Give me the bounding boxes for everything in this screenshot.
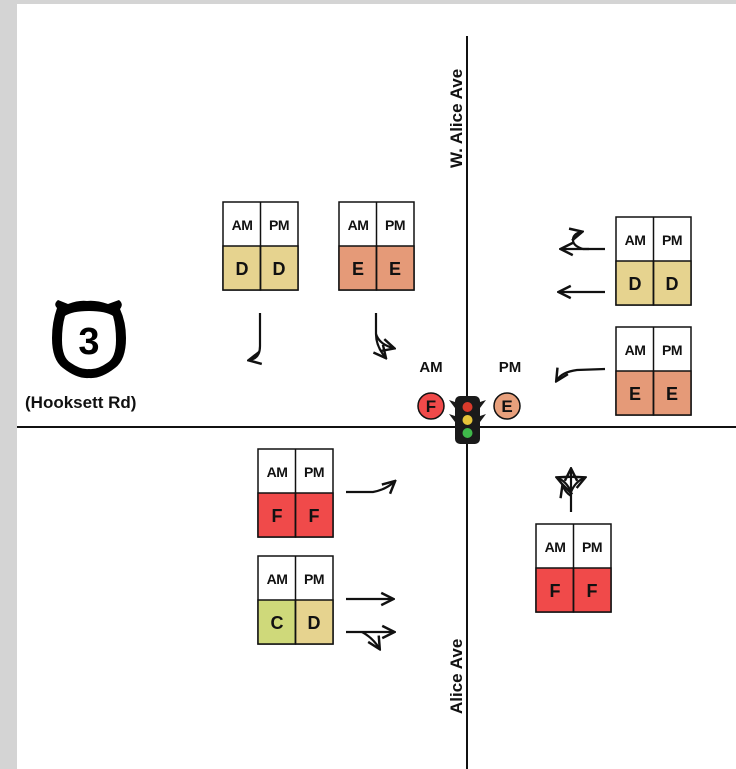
am-grade: D (629, 274, 642, 294)
los-box-westbound-left-uturn: AM PM D D (615, 216, 692, 306)
intersection-diagram: W. Alice Ave Alice Ave 3 (Hooksett Rd) A… (17, 36, 736, 769)
westbound-right-turn-arrow-icon (557, 369, 606, 380)
am-grade: F (272, 506, 283, 526)
los-cell-am (535, 567, 575, 613)
south-street-label: Alice Ave (447, 639, 466, 714)
pm-header: PM (385, 217, 405, 233)
pm-header: PM (304, 464, 324, 480)
los-cell-pm (652, 370, 692, 416)
los-cell-am (615, 370, 655, 416)
los-box-eastbound-left: AM PM F F (257, 448, 334, 538)
us-route-shield-icon: 3 (52, 300, 126, 379)
los-cell-pm (294, 492, 334, 538)
pm-header: PM (269, 217, 289, 233)
signal-pm-badge (493, 392, 521, 420)
los-cell-pm (375, 245, 415, 291)
signal-pm-label: PM (499, 359, 522, 376)
am-header: AM (232, 217, 253, 233)
los-cell-pm (572, 567, 612, 613)
am-grade: E (629, 384, 641, 404)
los-cell-am (257, 599, 297, 645)
am-grade: C (271, 613, 284, 633)
am-header: AM (348, 217, 369, 233)
los-cell-am (338, 245, 378, 291)
los-cell-am (257, 492, 297, 538)
signal-am-badge (417, 392, 445, 420)
los-box-southbound-through-right: AM PM E E (338, 201, 415, 291)
signal-pm-grade: E (501, 397, 512, 416)
am-grade: F (550, 581, 561, 601)
pm-header: PM (662, 232, 682, 248)
north-street-label: W. Alice Ave (447, 69, 466, 168)
am-header: AM (625, 342, 646, 358)
am-header: AM (267, 464, 288, 480)
pm-grade: E (389, 259, 401, 279)
am-header: AM (545, 539, 566, 555)
los-box-westbound-right: AM PM E E (615, 326, 692, 416)
los-cell-pm (294, 599, 334, 645)
eastbound-left-turn-arrow-icon (346, 482, 394, 492)
pm-grade: E (666, 384, 678, 404)
los-box-northbound-all: AM PM F F (535, 523, 612, 613)
northbound-all-movements-arrow-icon (558, 470, 584, 512)
pm-header: PM (662, 342, 682, 358)
diagram-canvas: W. Alice Ave Alice Ave 3 (Hooksett Rd) A… (17, 4, 736, 769)
am-grade: D (236, 259, 249, 279)
los-box-eastbound-through-right: AM PM C D (257, 555, 334, 645)
westbound-uturn-left-arrow-icon (562, 232, 605, 249)
route-name-label: (Hooksett Rd) (25, 393, 136, 412)
pm-grade: D (666, 274, 679, 294)
southbound-through-right-arrow-icon (376, 313, 393, 357)
pm-grade: D (308, 613, 321, 633)
pm-grade: D (273, 259, 286, 279)
signal-am-label: AM (419, 359, 442, 376)
route-number: 3 (78, 321, 99, 363)
signal-am-grade: F (426, 397, 436, 416)
pm-grade: F (587, 581, 598, 601)
pm-grade: F (309, 506, 320, 526)
los-box-southbound-left: AM PM D D (222, 201, 299, 291)
pm-header: PM (582, 539, 602, 555)
am-header: AM (625, 232, 646, 248)
am-header: AM (267, 571, 288, 587)
traffic-signal-icon (449, 396, 486, 444)
am-grade: E (352, 259, 364, 279)
eastbound-through-right-arrow-icon (346, 632, 393, 648)
southbound-left-turn-arrow-icon (250, 313, 260, 360)
los-cell-pm (652, 260, 692, 306)
pm-header: PM (304, 571, 324, 587)
